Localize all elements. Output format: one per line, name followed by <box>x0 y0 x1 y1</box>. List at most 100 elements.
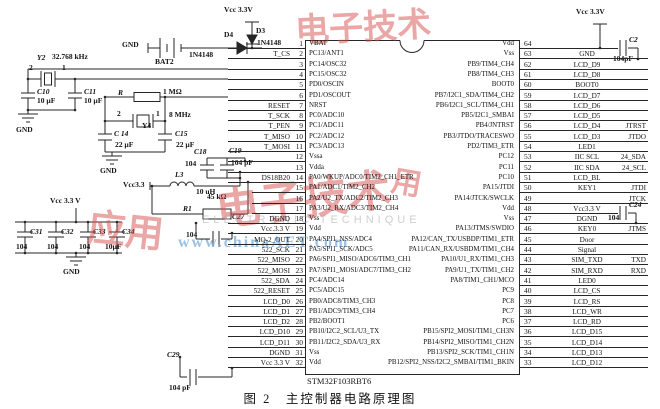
pin-row-left: 6 <box>228 91 305 101</box>
pin-number: 43 <box>524 255 532 265</box>
crystal-y2-pin2: 2 <box>29 63 33 72</box>
pin-number: 45 <box>524 234 532 244</box>
pin-number: 3 <box>299 59 303 69</box>
cap-c10-ref: C10 <box>37 87 50 96</box>
pin-function-label: PA15/JTDI <box>482 184 514 192</box>
pin-net-label: KEY0 <box>577 225 597 234</box>
inductor-l3-symbol <box>169 181 195 187</box>
pin-row-left: 3 <box>228 60 305 70</box>
resistor-r-value: 1 MΩ <box>163 87 182 96</box>
pin-net-label: DS18B20 <box>261 173 290 182</box>
crystal-y4-pin1: 1 <box>156 109 160 118</box>
pin-function-label: PB8/TIM4_CH3 <box>467 70 514 78</box>
gnd-label-crystal: GND <box>16 125 33 134</box>
pin-function-label: Vdd <box>309 359 321 367</box>
pin-header-label: JTDO <box>628 132 646 141</box>
pin-number: 5 <box>299 80 303 90</box>
pin-number: 58 <box>524 100 532 110</box>
cap-c11-value: 10 µF <box>84 96 103 105</box>
pin-header-label: JTCK <box>628 194 646 203</box>
pin-function-label: PB1/ADC9/TIM3_CH4 <box>309 307 376 315</box>
pin-number: 60 <box>524 80 532 90</box>
vcc-label-decoupling: Vcc 3.3 V <box>50 196 81 205</box>
pin-header-label: JTRST <box>625 122 646 131</box>
pin-row-right: 57 LCD_D5 <box>520 111 648 122</box>
pin-net-label: DGND <box>269 215 290 224</box>
pin-function-label: PC3/ADC13 <box>309 143 345 150</box>
pin-net-label: Vcc.3.3 V <box>260 225 290 234</box>
pin-number: 8 <box>299 111 303 121</box>
pin-number: 51 <box>524 172 532 182</box>
pin-net-label: LED1 <box>578 143 596 151</box>
pin-net-label: LCD_D5 <box>573 112 601 121</box>
pin-function-label: PC0/ADC10 <box>309 112 345 120</box>
cap-c19-value: 104 pF <box>231 158 253 167</box>
pin-net-label: IIC SCL <box>574 153 600 162</box>
pin-row-left: 5 <box>228 80 305 91</box>
pin-function-label: PA7/SPI1_MOSI/ADC7/TIM3_CH2 <box>309 266 411 274</box>
pin-number: 24 <box>295 275 304 285</box>
pin-net-label: LCD_D15 <box>571 328 603 337</box>
pin-function-label: PC8 <box>502 297 514 305</box>
cap-c2-ref: C2 <box>629 35 638 44</box>
pin-net-label: LCD_D9 <box>573 60 601 69</box>
pin-number: 41 <box>524 275 532 285</box>
pin-row-right: 64 <box>520 39 618 49</box>
pin-number: 35 <box>524 337 532 347</box>
pin-function-label: PB0/ADC8/TIM3_CH3 <box>309 297 376 305</box>
pin-net-label: KEY1 <box>577 184 597 193</box>
pin-function-label: PA12/CAN_TX/USBDP/TIM1_ETR <box>411 235 514 243</box>
pin-number: 64 <box>524 39 532 48</box>
pin-number: 17 <box>295 203 304 213</box>
gnd-label-battery: GND <box>122 40 139 49</box>
pin-net-label: LCD_WR <box>572 307 602 316</box>
diode-d3-ref: D3 <box>256 26 266 35</box>
pin-net-label: DGND <box>576 215 598 224</box>
pin-row-right: 40 LCD_CS <box>520 286 648 297</box>
pin-function-label: Vss <box>503 50 514 58</box>
pin-number: 19 <box>295 224 304 234</box>
pin-header-label: TXD <box>631 256 646 265</box>
pin-row-left: 4 <box>228 70 305 80</box>
pin-number: 4 <box>299 69 303 79</box>
pin-function-label: PC14/OSC32 <box>309 60 347 68</box>
pin-number: 11 <box>295 142 303 151</box>
pin-number: 29 <box>295 327 304 337</box>
cap-c18-value: 104 <box>185 159 197 168</box>
pin-function-label: PC5/ADC15 <box>309 287 345 295</box>
pin-function-label: PC6 <box>502 318 514 326</box>
pin-number: 40 <box>524 286 532 296</box>
pin-number: 48 <box>524 203 532 213</box>
pin-row-left: 13 <box>228 163 305 173</box>
cap-c31-value: 104 <box>16 242 28 251</box>
pin-row-left: 7 RESET <box>228 101 305 111</box>
pin-row-left: 16 <box>252 194 305 204</box>
pin-net-label: RESET <box>268 101 290 110</box>
pin-net-label: BOOT0 <box>575 81 599 90</box>
pin-number: 7 <box>299 100 303 110</box>
pin-function-label: PA3/U2_RX/ADC3/TIM2_CH4 <box>309 204 399 212</box>
pin-function-label: PB9/TIM4_CH4 <box>467 60 514 68</box>
pin-number: 53 <box>524 152 532 162</box>
cap-c32-value: 104 <box>47 242 59 251</box>
pin-net-label: LCD_CS <box>573 287 601 296</box>
pin-net-label: LED0 <box>578 276 596 285</box>
pin-function-label: VBAT <box>309 40 327 47</box>
pin-function-label: PC7 <box>502 307 514 315</box>
pin-number: 57 <box>524 111 532 121</box>
cap-c31-ref: C31 <box>30 227 43 236</box>
vcc-label-l3: Vcc3.3 <box>123 180 145 189</box>
